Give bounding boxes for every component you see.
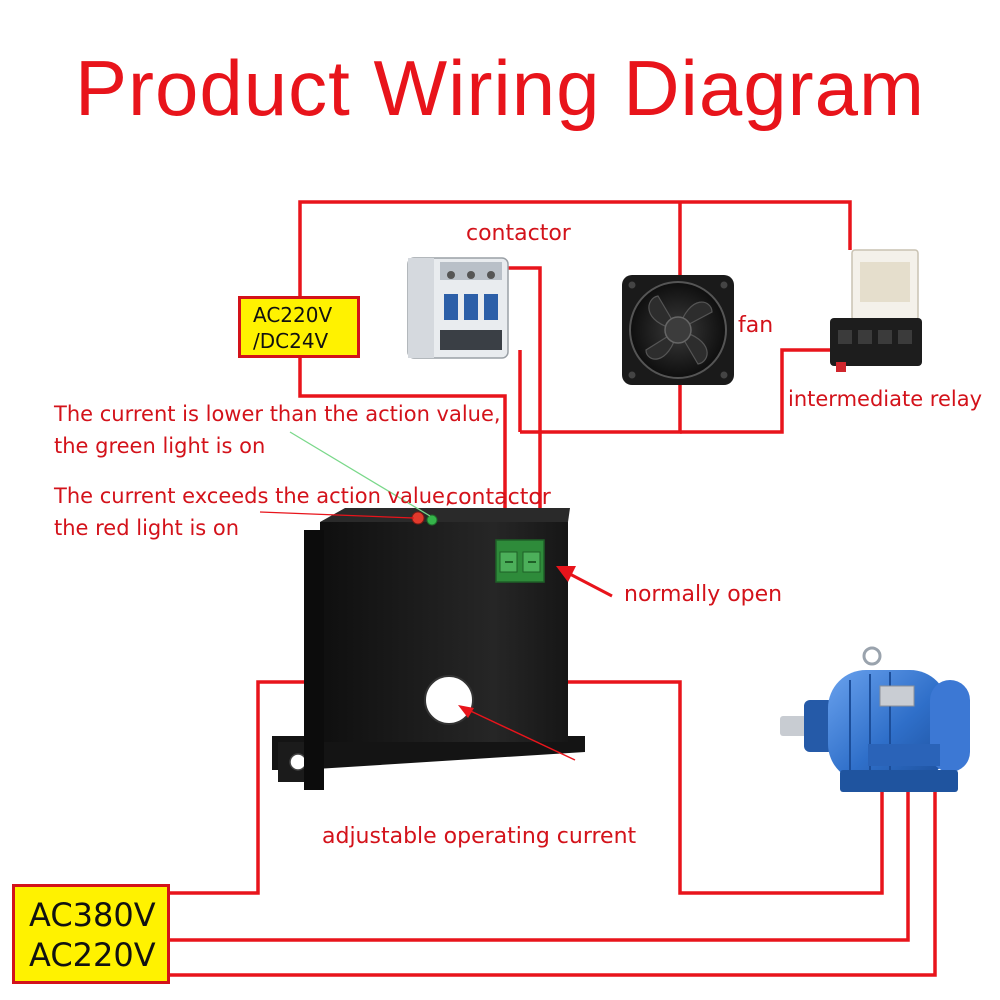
pointers: [259, 431, 613, 761]
green-light-note-line1: The current is lower than the action val…: [54, 402, 501, 426]
fan-device: [622, 275, 734, 385]
power-supply-line2: /DC24V: [253, 329, 329, 353]
wire-fan-bottom: [520, 385, 682, 434]
wire-power-to-terminal: [298, 358, 507, 545]
intermediate-relay-label: intermediate relay: [788, 387, 983, 411]
green-light-pointer: [289, 431, 431, 517]
terminal-contactor-label: contactor: [446, 485, 551, 510]
power-supply-line1: AC220V: [253, 303, 333, 327]
terminal-block: [495, 539, 545, 583]
adjustable-arrowhead: [458, 705, 474, 718]
motor-device: [780, 646, 970, 792]
green-light-note-line2: the green light is on: [54, 434, 266, 458]
wires: [170, 200, 937, 977]
wire-mains-1: [170, 680, 315, 895]
contactor-label: contactor: [466, 221, 571, 246]
fan-label: fan: [738, 313, 774, 338]
wire-mains-2: [170, 760, 910, 942]
intermediate-relay-device: [830, 249, 922, 372]
mains-supply-line2: AC220V: [29, 936, 156, 974]
adjustable-pointer: [461, 706, 576, 761]
mains-supply-line1: AC380V: [29, 896, 156, 934]
wire-control-top: [298, 200, 852, 296]
wire-contactor-to-terminal: [495, 266, 542, 545]
normally-open-label: normally open: [624, 582, 783, 607]
red-light-note-line1: The current exceeds the action value,: [54, 484, 452, 508]
red-light-pointer: [259, 511, 415, 519]
power-supply-box: AC220V /DC24V: [238, 296, 360, 358]
wire-through-hole: [440, 680, 884, 895]
adjustable-current-label: adjustable operating current: [322, 824, 637, 849]
wire-relay: [680, 348, 840, 434]
normally-open-pointer: [565, 570, 613, 598]
page-title: Product Wiring Diagram: [75, 44, 925, 132]
red-light-note-line2: the red light is on: [54, 516, 240, 540]
normally-open-arrowhead: [556, 566, 576, 582]
mains-supply-box: AC380V AC220V: [12, 884, 170, 984]
contactor-device: [407, 257, 509, 359]
wire-mains-3: [170, 760, 937, 977]
